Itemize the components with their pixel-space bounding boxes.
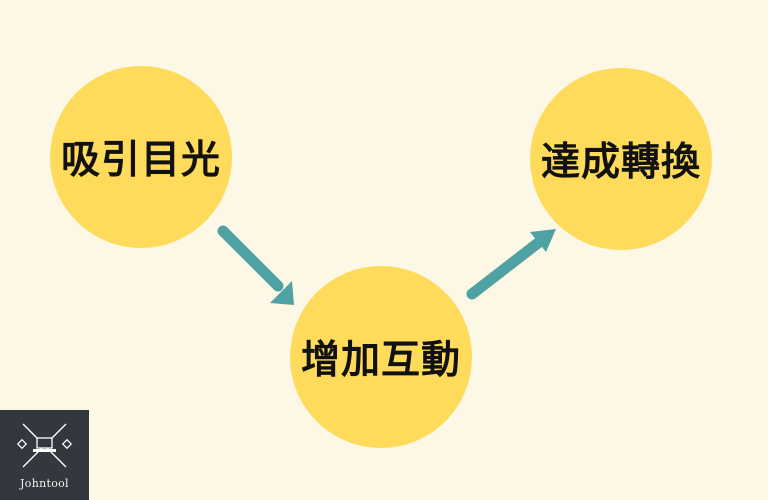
node-increase-interaction: 增加互動 <box>290 266 472 448</box>
johntool-logo: Johntool <box>0 410 89 500</box>
node-label: 吸引目光 <box>60 138 221 183</box>
node-label: 達成轉換 <box>540 140 701 185</box>
laptop-crossed-lines-icon <box>16 423 73 468</box>
node-attract-attention: 吸引目光 <box>50 66 232 248</box>
arrow-2-to-3 <box>466 229 556 300</box>
node-label: 增加互動 <box>300 338 461 383</box>
node-achieve-conversion: 達成轉換 <box>530 68 712 250</box>
logo-text: Johntool <box>20 477 69 490</box>
arrow-1-to-2 <box>217 225 294 305</box>
